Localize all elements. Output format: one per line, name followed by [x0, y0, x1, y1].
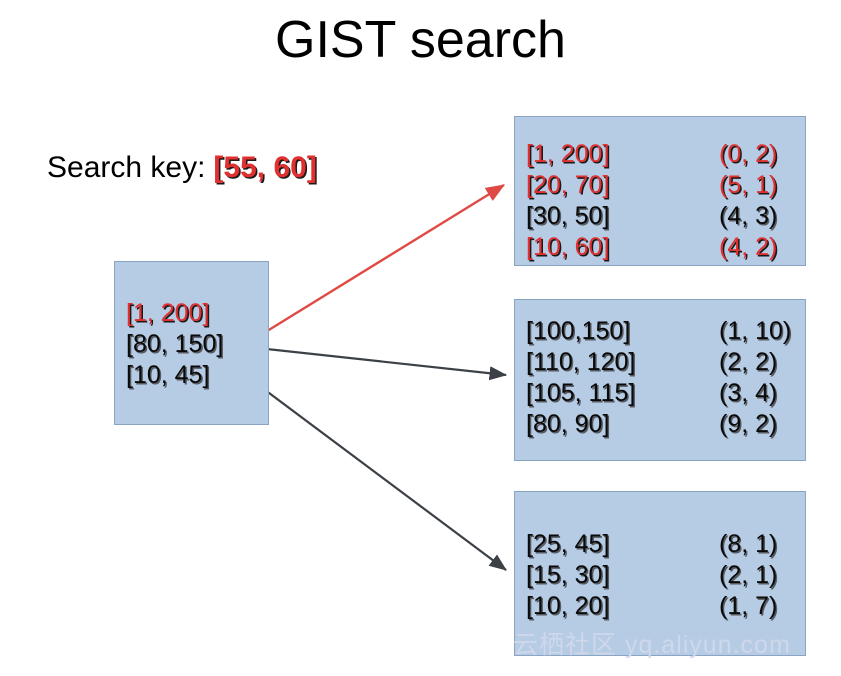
- leaf-row-value: (3, 4): [719, 379, 778, 407]
- leaf-node-3[interactable]: [25, 45] (8, 1) [15, 30] (2, 1) [10, 20]…: [514, 491, 806, 656]
- leaf-row-key: [105, 115]: [526, 379, 636, 407]
- leaf-row-value: (1, 10): [719, 317, 792, 345]
- leaf-row-key: [100,150]: [526, 317, 631, 345]
- leaf-row: [15, 30] (2, 1): [515, 560, 805, 591]
- leaf-row-key: [15, 30]: [526, 561, 610, 589]
- leaf-row-value: (0, 2): [719, 140, 778, 168]
- page-title: GIST search: [275, 11, 566, 69]
- leaf-row: [100,150] (1, 10): [515, 316, 805, 347]
- search-key-label: Search key:: [47, 151, 206, 184]
- leaf-row: [20, 70] (5, 1): [515, 170, 805, 201]
- leaf-node-1[interactable]: [1, 200] (0, 2) [20, 70] (5, 1) [30, 50]…: [514, 116, 806, 266]
- root-entry-0: [1, 200]: [126, 299, 210, 327]
- leaf-row: [1, 200] (0, 2): [515, 139, 805, 170]
- leaf-row: [110, 120] (2, 2): [515, 347, 805, 378]
- root-node[interactable]: [1, 200] [80, 150] [10, 45]: [114, 261, 269, 425]
- leaf-row-key: [10, 60]: [526, 233, 610, 261]
- leaf-row-value: (9, 2): [719, 410, 778, 438]
- watermark: 云栖社区 yq.aliyun.com: [513, 631, 791, 659]
- root-entry-1: [80, 150]: [126, 330, 224, 358]
- leaf-row-key: [110, 120]: [526, 348, 636, 376]
- leaf-node-2[interactable]: [100,150] (1, 10) [110, 120] (2, 2) [105…: [514, 299, 806, 461]
- arrow-root-to-leaf-3: [240, 371, 507, 571]
- root-entry-2: [10, 45]: [126, 361, 210, 389]
- leaf-row: [80, 90] (9, 2): [515, 409, 805, 440]
- leaf-row-value: (4, 2): [719, 233, 778, 261]
- leaf-row-value: (1, 7): [719, 592, 778, 620]
- leaf-row-key: [80, 90]: [526, 410, 610, 438]
- leaf-row: [30, 50] (4, 3): [515, 201, 805, 232]
- leaf-row-key: [20, 70]: [526, 171, 610, 199]
- search-key-value: [55, 60]: [213, 151, 317, 184]
- leaf-row: [10, 20] (1, 7): [515, 591, 805, 622]
- leaf-row-value: (5, 1): [719, 171, 778, 199]
- leaf-row-key: [10, 20]: [526, 592, 610, 620]
- leaf-row-key: [25, 45]: [526, 530, 610, 558]
- leaf-row-value: (2, 1): [719, 561, 778, 589]
- leaf-row: [105, 115] (3, 4): [515, 378, 805, 409]
- leaf-row-value: (2, 2): [719, 348, 778, 376]
- search-key-line: Search key:[55, 60]: [47, 149, 317, 187]
- leaf-row-value: (8, 1): [719, 530, 778, 558]
- arrow-root-to-leaf-2: [247, 345, 508, 381]
- leaf-row-value: (4, 3): [719, 202, 778, 230]
- leaf-row: [25, 45] (8, 1): [515, 529, 805, 560]
- leaf-row: [10, 60] (4, 2): [515, 232, 805, 263]
- leaf-row-key: [1, 200]: [526, 140, 610, 168]
- leaf-row-key: [30, 50]: [526, 202, 610, 230]
